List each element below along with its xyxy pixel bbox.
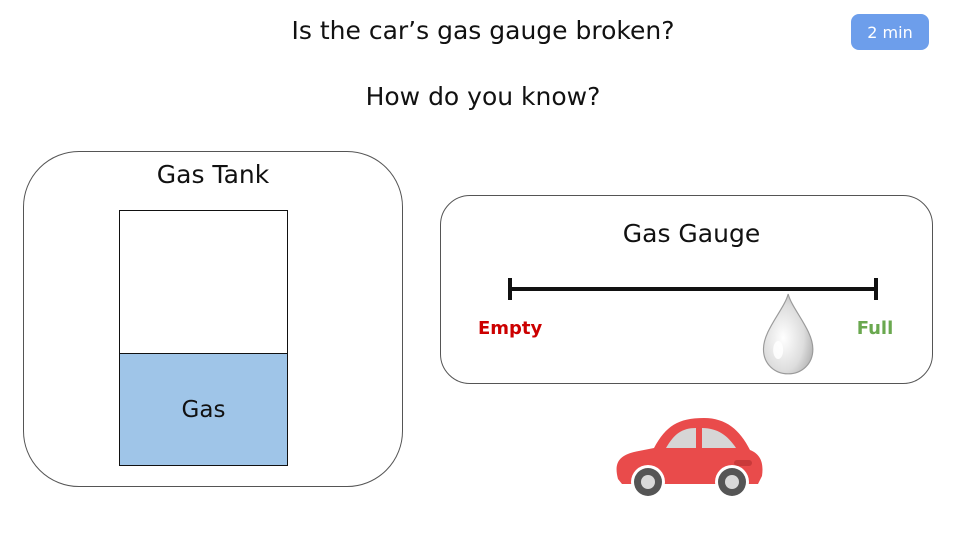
gas-tank-panel [23, 151, 403, 487]
gas-fill-label: Gas [181, 396, 226, 423]
car-icon [616, 418, 763, 499]
gauge-full-label: Full [856, 318, 894, 339]
gas-tank-title: Gas Tank [156, 160, 270, 189]
question-heading: Is the car’s gas gauge broken? [291, 16, 675, 45]
gas-fill: Gas [120, 353, 287, 465]
gauge-scale [508, 278, 878, 375]
subquestion-heading: How do you know? [365, 82, 601, 111]
timer-badge[interactable]: 2 min [851, 14, 929, 50]
gas-gauge-title: Gas Gauge [622, 219, 761, 248]
gas-tank: Gas [119, 210, 288, 466]
gas-gauge-panel [440, 195, 933, 384]
droplet-icon [762, 293, 814, 375]
gauge-empty-label: Empty [478, 318, 543, 339]
